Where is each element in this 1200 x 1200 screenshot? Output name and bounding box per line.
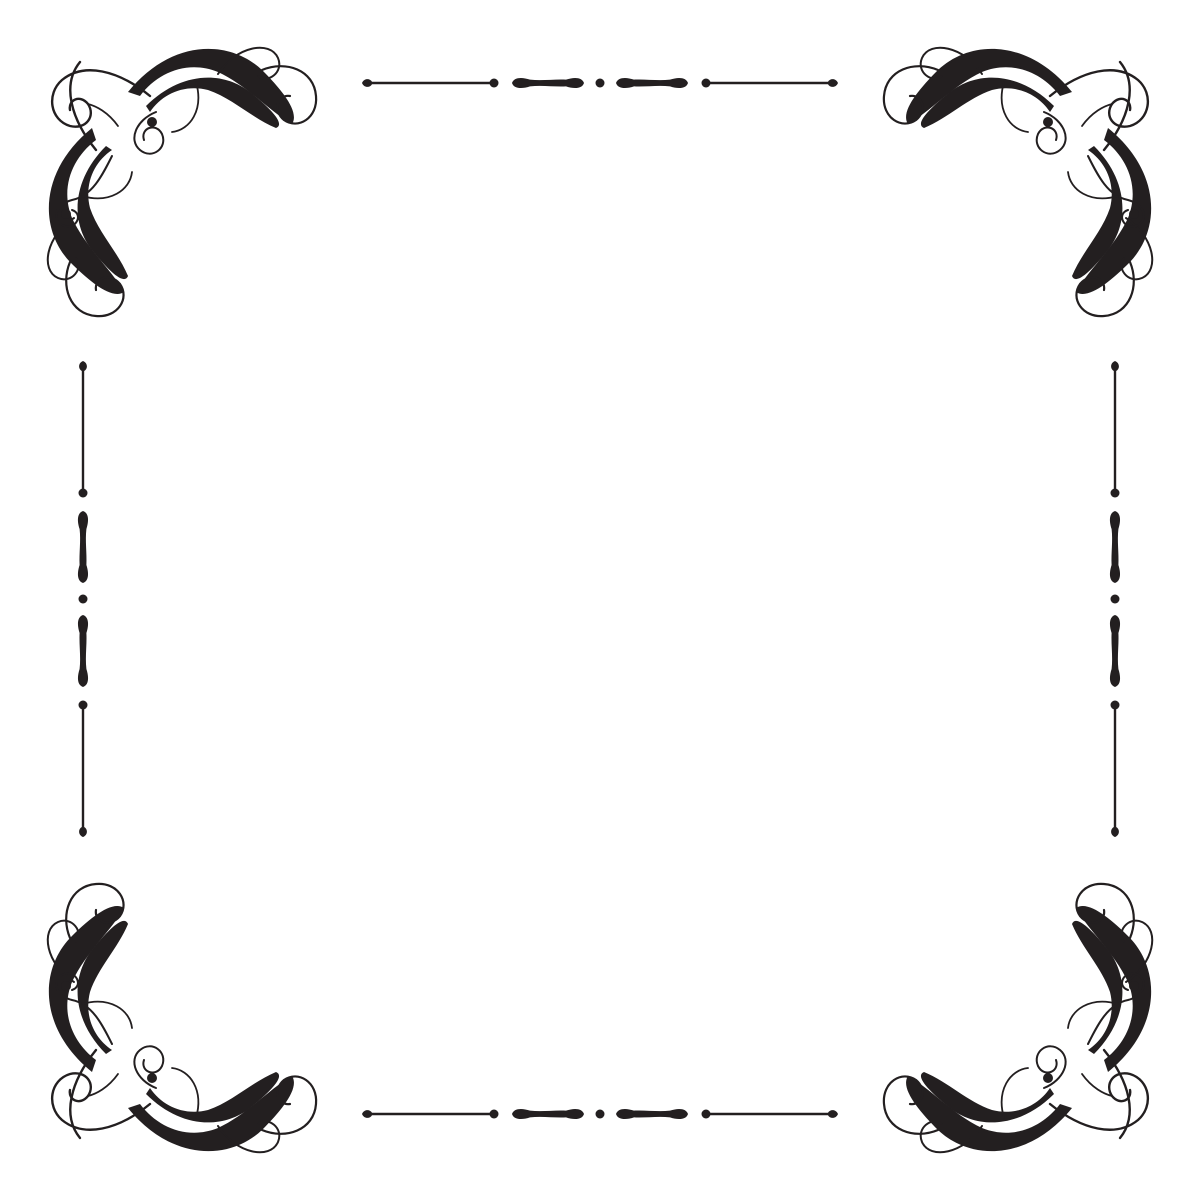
divider-bottom [362,1108,838,1120]
divider-right [1109,361,1121,837]
divider-left [77,361,89,837]
corner-flourish-bottom-left [46,882,318,1154]
corner-flourish-top-right [882,46,1154,318]
corner-flourish-top-left [46,46,318,318]
corner-flourish-bottom-right [882,882,1154,1154]
divider-top [362,77,838,89]
